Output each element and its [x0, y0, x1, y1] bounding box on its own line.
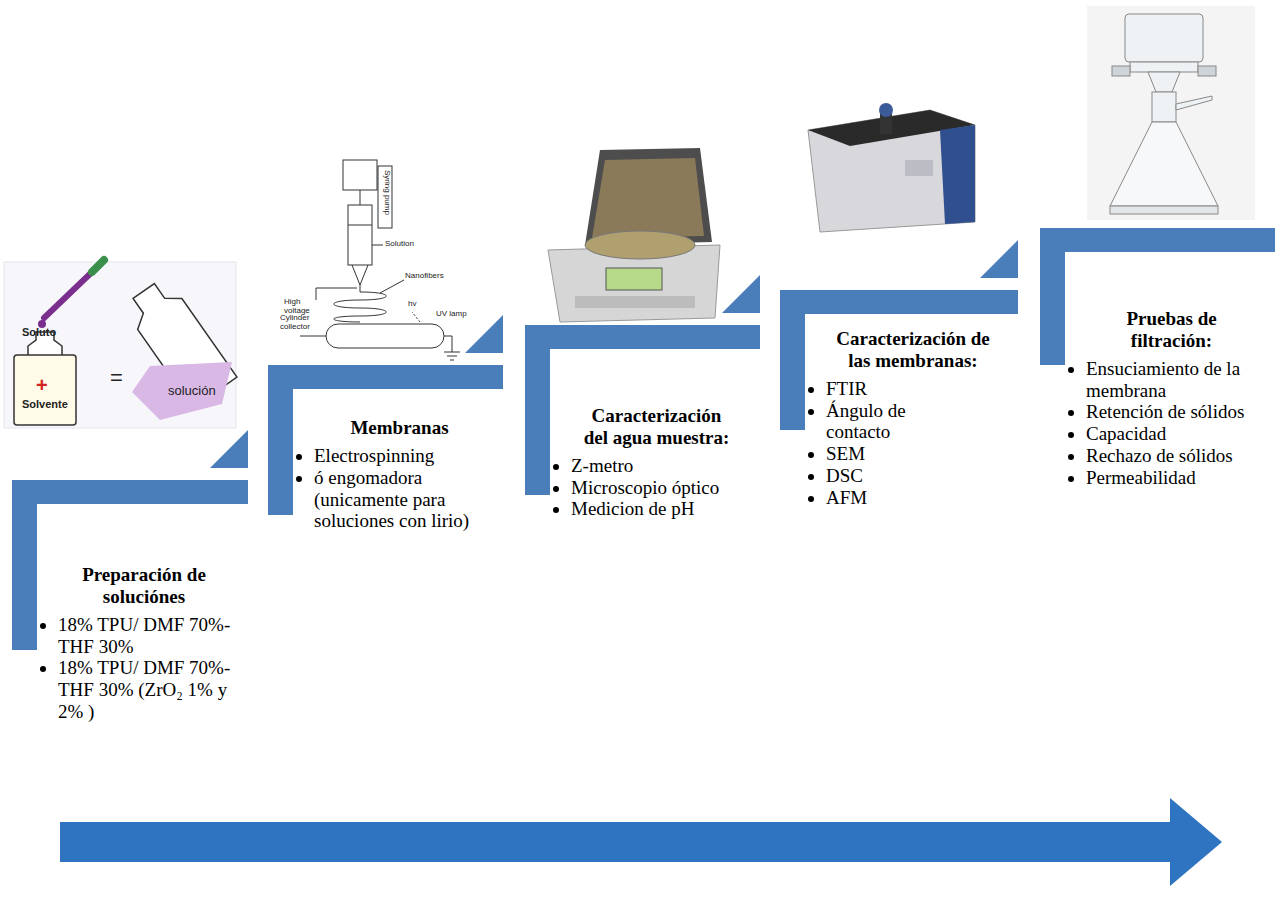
bullet-item: Microscopio óptico — [571, 477, 721, 499]
process-step: Caracterización del agua muestra: Z-metro… — [525, 325, 760, 525]
illustration-label: solución — [168, 384, 216, 398]
step-triangles — [210, 240, 1018, 468]
illustration-label: Soluto — [22, 326, 56, 338]
step-heading: Caracterización del agua muestra: — [582, 405, 732, 449]
step-bar-shape — [525, 325, 760, 495]
illustration-label: + — [36, 374, 48, 396]
illustration-label: hv — [408, 300, 416, 309]
step-triangle — [210, 430, 248, 468]
bullet-item: DSC — [826, 465, 961, 487]
step-triangle — [465, 315, 503, 353]
bullet-list: FTIRÁngulo de contactoSEMDSCAFM — [812, 378, 961, 509]
illustration-label: UV lamp — [436, 310, 467, 319]
bullet-item: Permeabilidad — [1086, 467, 1256, 489]
bullet-item: AFM — [826, 487, 961, 509]
dropper — [44, 272, 92, 318]
solvent-bottle — [14, 355, 76, 425]
bullet-item: SEM — [826, 443, 961, 465]
bullet-item: FTIR — [826, 378, 961, 400]
bullet-list: 18% TPU/ DMF 70%- THF 30%18% TPU/ DMF 70… — [44, 614, 243, 723]
ftir-spectrometer — [796, 84, 984, 236]
illustration-label: Nanofibers — [405, 272, 444, 281]
bullet-list: Ensuciamiento de la membranaRetención de… — [1072, 358, 1256, 489]
bullet-item: 18% TPU/ DMF 70%- THF 30% (ZrO₂ 1% y 2% … — [58, 657, 243, 723]
bullet-item: ó engomadora (unicamente para soluciones… — [314, 467, 494, 533]
filtration-apparatus — [1087, 6, 1255, 220]
bullet-item: Z-metro — [571, 455, 721, 477]
process-step: MembranasElectrospinningó engomadora (un… — [268, 365, 503, 537]
step-heading: Caracterización de las membranas: — [826, 328, 1001, 372]
electrospinning-schematic — [300, 160, 460, 360]
bullet-item: Capacidad — [1086, 423, 1256, 445]
step-triangle — [980, 240, 1018, 278]
illustration-label: Cylinder collector — [280, 314, 324, 332]
process-step: Preparación de soluciónes 18% TPU/ DMF 70… — [12, 480, 248, 727]
bullet-list: Z-metroMicroscopio ópticoMedicion de pH — [557, 455, 721, 521]
illustration-label: Solvente — [22, 398, 68, 410]
bullet-item: Retención de sólidos — [1086, 401, 1256, 423]
dropper-bulb — [92, 260, 104, 272]
bullet-list: Electrospinningó engomadora (unicamente … — [300, 445, 494, 532]
bullet-item: Rechazo de sólidos — [1086, 445, 1256, 467]
solution-liquid — [132, 362, 232, 420]
step-triangle — [722, 275, 760, 313]
step-heading: Preparación de soluciónes — [57, 564, 232, 608]
illustration-label: Solution — [385, 240, 414, 249]
illustration-label: Syring pump — [382, 170, 391, 215]
illustration-label: = — [110, 366, 123, 390]
moisture-analyzer — [548, 148, 720, 322]
solution-illustration — [4, 260, 237, 428]
illustration-label: High voltage — [284, 298, 316, 316]
bullet-item: Ensuciamiento de la membrana — [1086, 358, 1256, 402]
process-step: Pruebas de filtración: Ensuciamiento de l… — [1040, 228, 1275, 493]
bullet-item: Ángulo de contacto — [826, 400, 961, 444]
picture-ground — [4, 262, 236, 428]
timeline-arrow — [60, 798, 1222, 886]
step-heading: Pruebas de filtración: — [1107, 308, 1237, 352]
bullet-item: Electrospinning — [314, 445, 494, 467]
step-heading: Membranas — [315, 417, 485, 439]
step-bar-shape — [1040, 228, 1275, 365]
bullet-item: 18% TPU/ DMF 70%- THF 30% — [58, 614, 243, 658]
bullet-item: Medicion de pH — [571, 498, 721, 520]
process-step: Caracterización de las membranas: FTIRÁng… — [780, 290, 1018, 513]
